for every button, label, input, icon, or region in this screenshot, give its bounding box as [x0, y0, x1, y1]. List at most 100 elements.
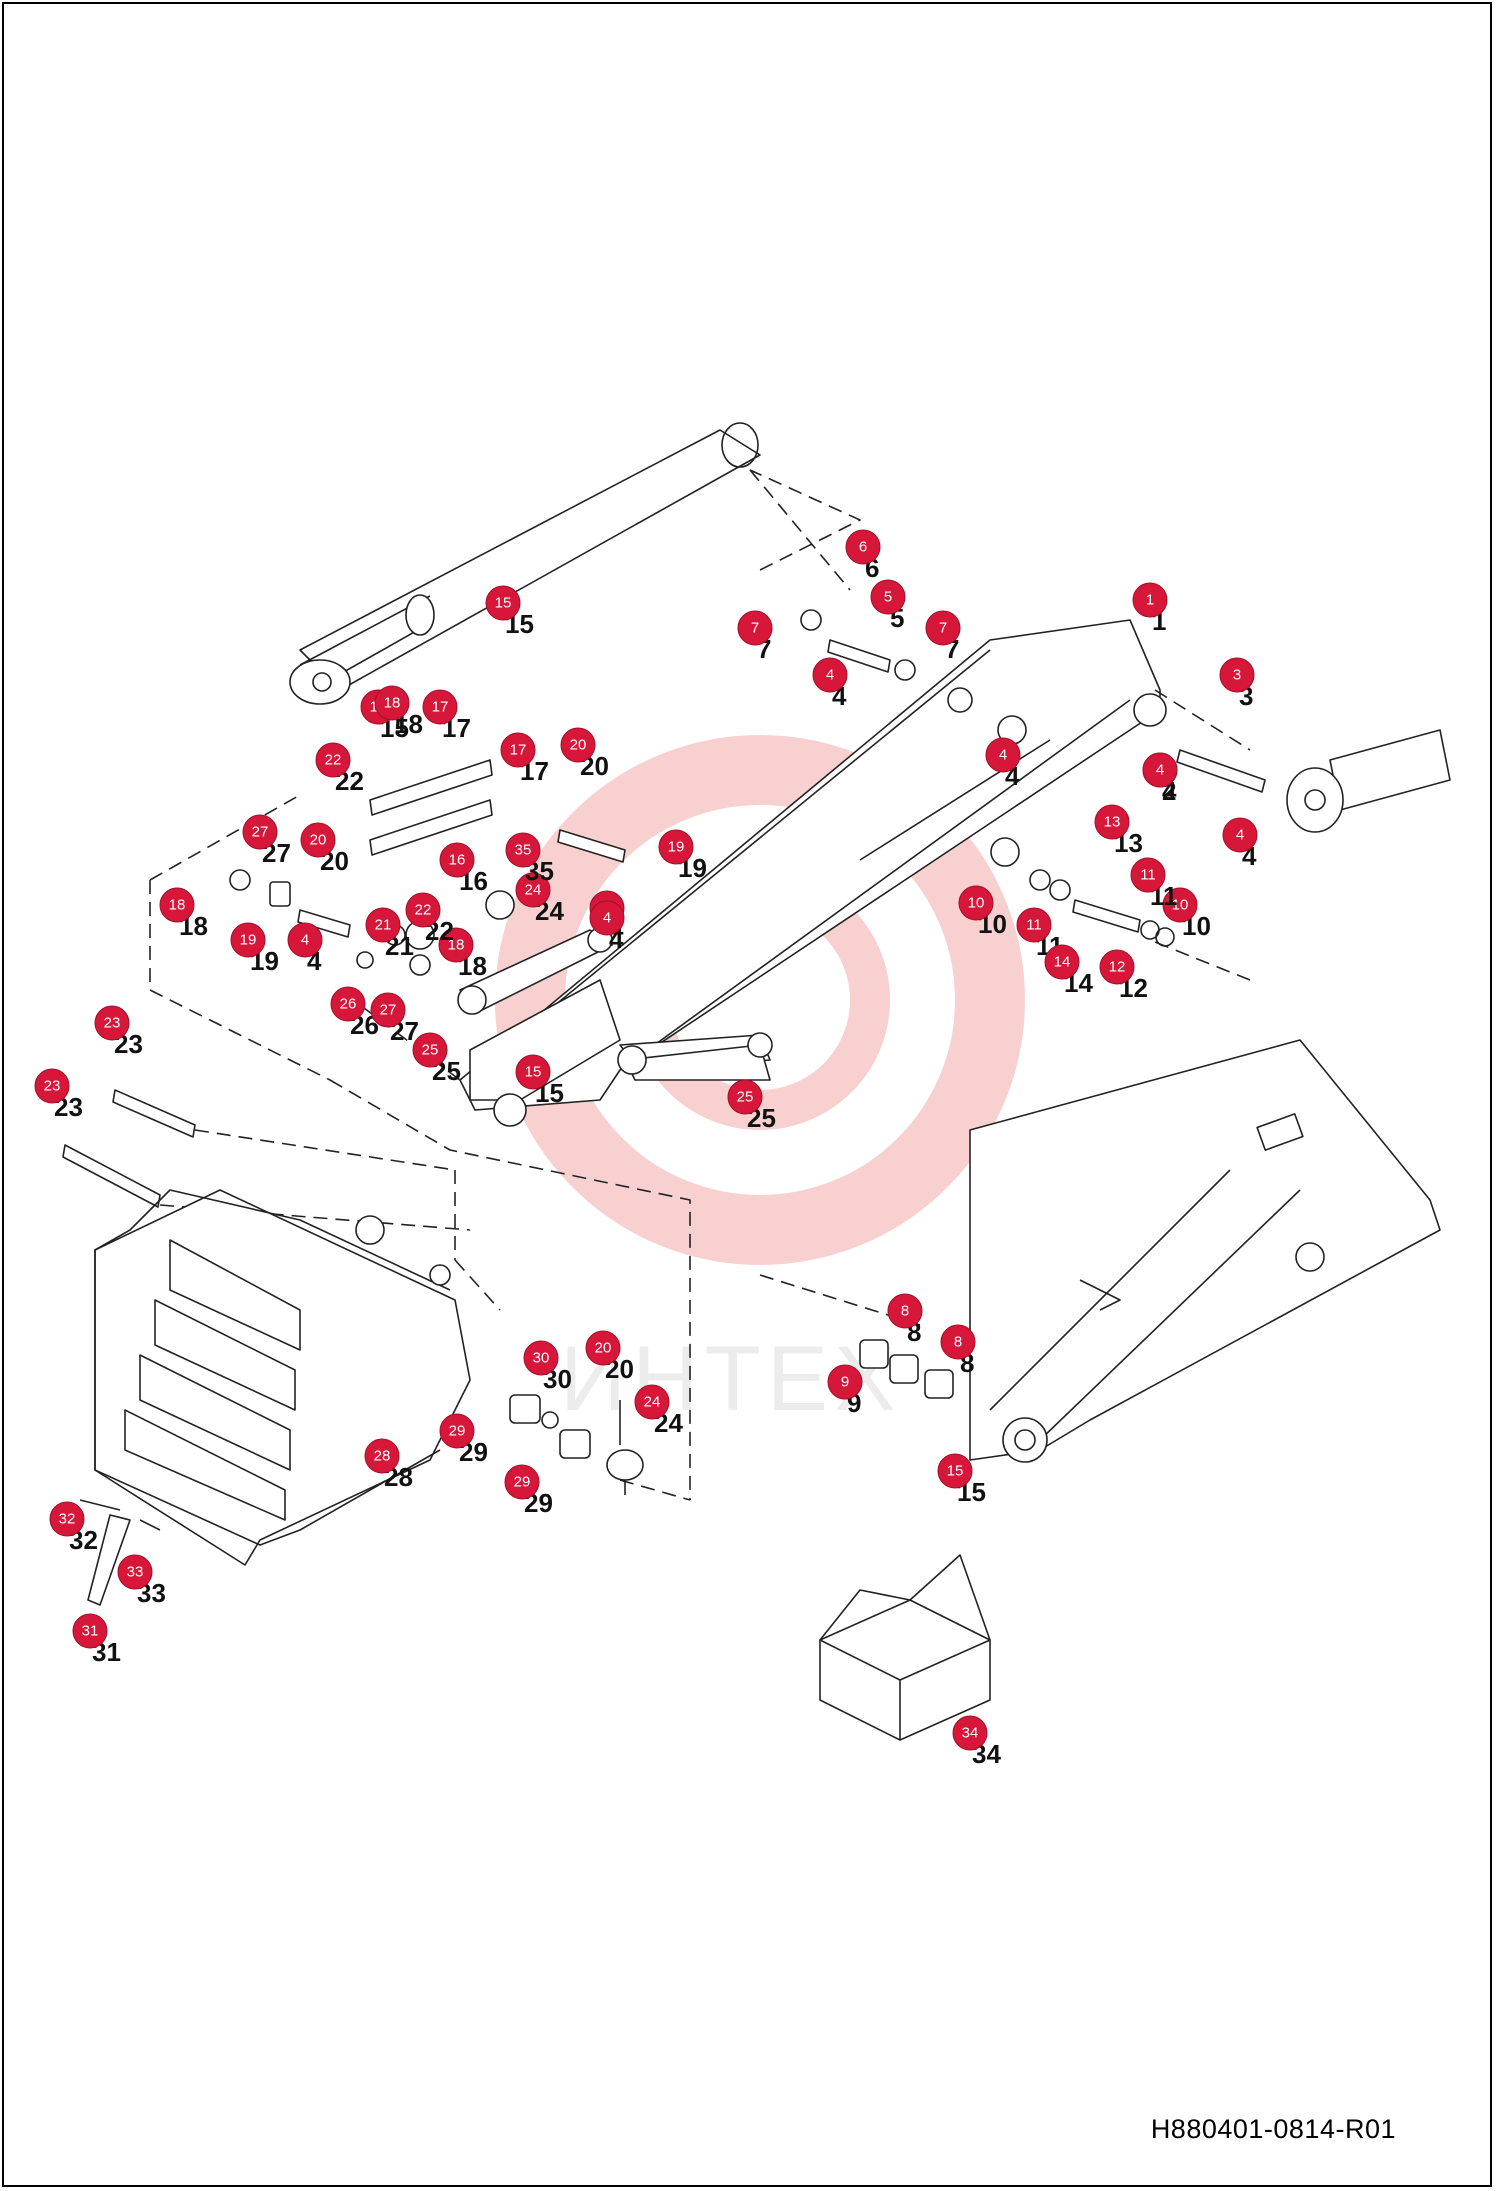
callout-badge — [812, 657, 848, 693]
callout-badge-label: 17 — [432, 699, 449, 716]
callout-badge-label: 8 — [901, 1303, 909, 1320]
callout-badge — [1044, 944, 1080, 980]
callout-7: 77 — [737, 610, 773, 664]
callout-badge — [500, 732, 536, 768]
callout-badge — [439, 1413, 475, 1449]
callout-badge-label: 11 — [1140, 867, 1156, 884]
callout-badge — [242, 814, 278, 850]
callout-4: 44 — [1222, 817, 1258, 871]
callout-badge — [370, 992, 406, 1028]
callout-badge-label: 14 — [1054, 954, 1071, 971]
callout-badge-label: 1 — [1146, 592, 1154, 609]
callout-badge — [634, 1384, 670, 1420]
callout-badge — [515, 1054, 551, 1090]
callout-badge-label: 20 — [595, 1340, 612, 1357]
callout-badge — [412, 1032, 448, 1068]
callout-badge-label: 27 — [380, 1002, 397, 1019]
callout-badge — [845, 529, 881, 565]
callout-badge-label: 5 — [884, 589, 892, 606]
callout-badge-label: 13 — [1104, 814, 1121, 831]
callout-badge-label: 7 — [939, 620, 947, 637]
callout-badge-label: 7 — [751, 620, 759, 637]
callout-badge — [1219, 657, 1255, 693]
callout-badge — [585, 1330, 621, 1366]
callout-badge — [925, 610, 961, 646]
callout-6: 66 — [845, 529, 881, 583]
callout-badge-label: 18 — [448, 937, 465, 954]
callout-badge-label: 4 — [826, 667, 834, 684]
callout-4: 44 — [1142, 752, 1178, 806]
callout-badge-label: 4 — [301, 932, 309, 949]
callout-badge-label: 19 — [240, 932, 257, 949]
callout-badge-label: 25 — [737, 1089, 754, 1106]
callout-badge — [940, 1324, 976, 1360]
callout-badge — [727, 1079, 763, 1115]
callout-badge — [1099, 949, 1135, 985]
callout-badge — [1016, 907, 1052, 943]
callout-badge — [117, 1554, 153, 1590]
callout-badge-label: 4 — [1156, 762, 1164, 779]
callout-badge-label: 8 — [954, 1334, 962, 1351]
callout-badge — [315, 742, 351, 778]
callout-badge-label: 20 — [570, 737, 587, 754]
callout-4: 44 — [589, 900, 625, 954]
callout-badge-label: 16 — [449, 852, 466, 869]
callout-badge — [870, 579, 906, 615]
callout-badge-label: 21 — [375, 917, 392, 934]
callout-badge-label: 9 — [841, 1374, 849, 1391]
callout-badge — [364, 1438, 400, 1474]
callout-badge — [504, 1464, 540, 1500]
callout-badge — [300, 822, 336, 858]
callout-badge-label: 31 — [82, 1623, 99, 1640]
callout-badge-label: 26 — [340, 996, 357, 1013]
callout-badge-label: 10 — [968, 895, 985, 912]
callout-badge-label: 33 — [127, 1564, 144, 1581]
callout-badge-label: 10 — [1172, 897, 1189, 914]
callout-badge — [94, 1005, 130, 1041]
callout-9: 99 — [827, 1364, 863, 1418]
callout-badge — [485, 585, 521, 621]
callout-badge-label: 15 — [525, 1064, 542, 1081]
callout-4: 44 — [287, 922, 323, 976]
callout-badge — [560, 727, 596, 763]
callout-badge — [958, 885, 994, 921]
callout-badge — [827, 1364, 863, 1400]
callout-badge-label: 15 — [947, 1463, 964, 1480]
callout-badge — [887, 1293, 923, 1329]
callout-badge-label: 27 — [252, 824, 269, 841]
callout-badge-label: 20 — [310, 832, 327, 849]
callout-badge — [505, 832, 541, 868]
callout-badge — [1222, 817, 1258, 853]
callout-badge-label: 35 — [515, 842, 532, 859]
callout-badge — [287, 922, 323, 958]
callout-badge-label: 28 — [374, 1448, 391, 1465]
callout-badge-label: 18 — [384, 695, 401, 712]
callout-badge — [515, 872, 551, 908]
callout-badge-label: 17 — [510, 742, 527, 759]
